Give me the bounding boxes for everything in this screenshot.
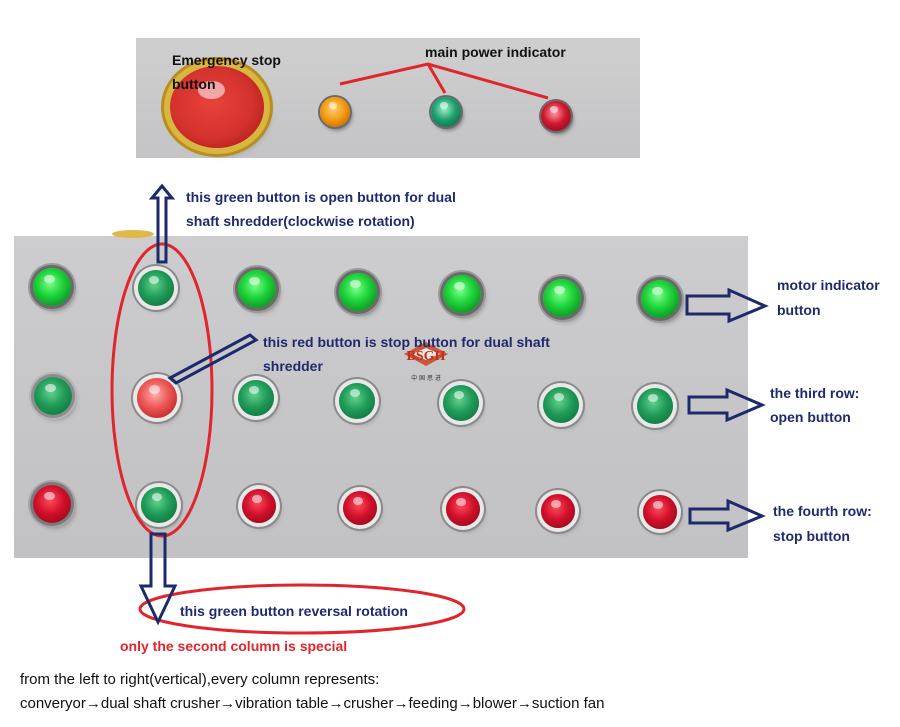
bsgh-logo: BSGH 中 国 思 进 [398,340,454,384]
main-control-panel [14,236,748,558]
emergency-stop-button[interactable] [170,66,264,148]
reversal-button-dual-shaft-shredder[interactable] [141,487,177,523]
stop-dual-annotation-line1: this red button is stop button for dual … [263,334,550,350]
up-arrow-icon [148,183,176,264]
footer-line1: from the left to right(vertical),every c… [20,671,380,688]
motor-indicator-vibration-table [238,270,276,308]
stop-button-feeding[interactable] [446,492,480,526]
stop-button-suction-fan[interactable] [643,495,677,529]
motor-indicator-annotation-line2: button [777,302,821,318]
motor-indicator-annotation-line1: motor indicator [777,277,880,293]
second-column-highlight-ellipse [110,242,214,538]
motor-indicator-crusher [339,273,377,311]
third-row-annotation-line2: open button [770,409,851,425]
open-button-crusher[interactable] [339,383,375,419]
right-arrow-icon-row3 [688,498,766,533]
fourth-row-annotation-line2: stop button [773,528,850,544]
fourth-row-annotation-line1: the fourth row: [773,503,872,519]
orange-indicator-light [320,97,350,127]
logo-text: BSGH [407,349,446,364]
open-button-blower[interactable] [543,387,579,423]
reversal-label-ellipse [138,583,466,635]
stop-button-dual-shaft-shredder[interactable] [137,378,177,418]
open-button-vibration-table[interactable] [238,380,274,416]
motor-indicator-blower [543,279,581,317]
third-row-annotation-line1: the third row: [770,385,860,401]
green-indicator-light [431,97,461,127]
motor-indicator-conveyor [33,268,71,306]
open-button-feeding[interactable] [443,385,479,421]
stop-button-vibration-table[interactable] [242,489,276,523]
main-power-indicator-light [541,101,571,131]
right-arrow-icon-row2 [687,387,766,423]
stop-button-conveyor[interactable] [33,485,71,523]
motor-indicator-suction-fan [641,280,679,318]
emergency-stop-base [112,230,154,238]
open-button-suction-fan[interactable] [637,388,673,424]
stop-button-crusher[interactable] [343,491,377,525]
stop-button-blower[interactable] [541,494,575,528]
special-column-note: only the second column is special [120,638,348,654]
open-button-conveyor[interactable] [34,377,72,415]
motor-indicator-dual-shaft-crusher [138,270,174,306]
emergency-stop-label-line2: button [172,76,216,92]
open-dual-annotation-line2: shaft shredder(clockwise rotation) [186,213,415,229]
logo-subtext: 中 国 思 进 [411,374,441,382]
reversal-annotation: this green button reversal rotation [180,603,408,619]
stop-dual-annotation-line2: shredder [263,358,323,374]
pointer-arrow-icon [167,333,259,385]
open-dual-annotation-line1: this green button is open button for dua… [186,189,456,205]
footer-line2: converyor→dual shaft crusher→vibration t… [20,695,605,712]
main-power-indicator-label: main power indicator [425,44,566,60]
down-arrow-icon [138,532,178,626]
motor-indicator-feeding [443,275,481,313]
right-arrow-icon-row1 [685,287,769,324]
main-power-pointer-line-mid [426,63,447,94]
emergency-stop-label-line1: Emergency stop [172,52,281,68]
